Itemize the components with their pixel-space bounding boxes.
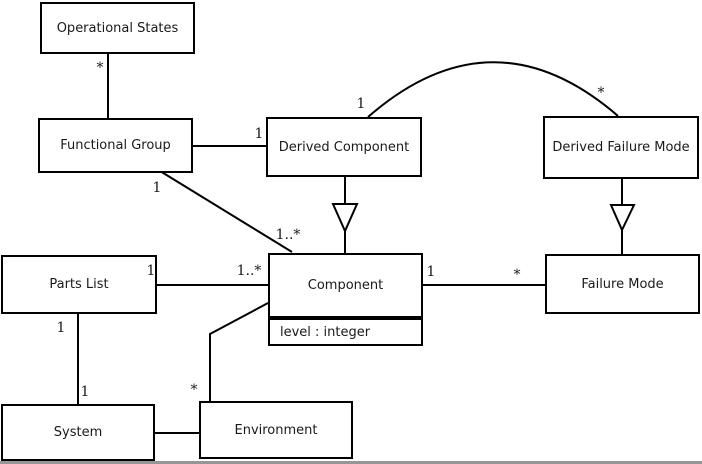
class-name: Component: [307, 278, 384, 293]
class-name: Environment: [234, 422, 318, 438]
multiplicity-label: *: [96, 60, 104, 76]
class-box-component: Component: [268, 253, 423, 318]
multiplicity-label: 1: [254, 126, 264, 142]
multiplicity-label: 1: [146, 263, 156, 279]
window-bottom-edge: [0, 461, 702, 464]
class-name: Parts List: [49, 277, 109, 292]
class-box-functional-group: Functional Group: [38, 118, 193, 173]
class-box-parts-list: Parts List: [1, 255, 157, 314]
multiplicity-label: 1..*: [236, 263, 262, 279]
edge-functional-group-component: [159, 170, 293, 253]
multiplicity-label: *: [597, 85, 605, 101]
class-box-failure-mode: Failure Mode: [545, 254, 700, 314]
edge-derived-component-derived-failure-mode-arc: [367, 61, 619, 118]
class-box-environment: Environment: [199, 401, 353, 459]
class-box-component-attributes: level : integer: [268, 318, 423, 346]
class-name: Derived Component: [278, 139, 410, 155]
multiplicity-label: 1: [426, 264, 436, 280]
class-name: System: [53, 425, 103, 440]
class-name: Failure Mode: [581, 276, 664, 292]
multiplicity-label: 1: [80, 384, 90, 400]
class-box-derived-failure-mode: Derived Failure Mode: [543, 116, 699, 179]
multiplicity-label: 1: [56, 320, 66, 336]
class-box-derived-component: Derived Component: [266, 117, 422, 177]
multiplicity-label: *: [513, 267, 521, 283]
multiplicity-label: 1: [356, 96, 366, 112]
generalization-arrow-icon: [609, 204, 636, 233]
multiplicity-label: 1: [152, 180, 162, 196]
class-name: Derived Failure Mode: [552, 140, 690, 155]
class-box-operational-states: Operational States: [40, 2, 195, 54]
class-box-system: System: [1, 404, 155, 461]
multiplicity-label: 1..*: [275, 227, 301, 243]
edge-environment-component: [209, 302, 269, 401]
class-attribute: level : integer: [280, 324, 371, 340]
multiplicity-label: *: [190, 382, 198, 398]
class-name: Functional Group: [60, 138, 171, 153]
class-name: Operational States: [56, 20, 179, 36]
generalization-arrow-icon: [331, 203, 359, 234]
